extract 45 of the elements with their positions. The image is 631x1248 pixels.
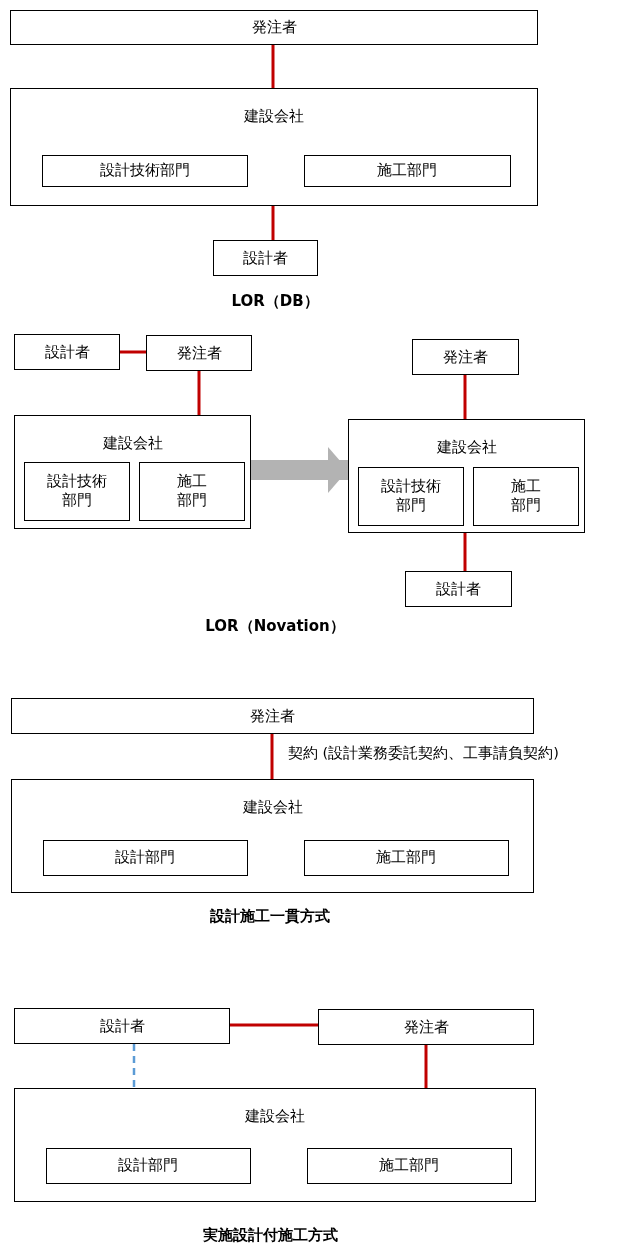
department-box: 設計部門 — [42, 839, 248, 876]
company-box — [348, 419, 585, 533]
diagram-caption: LOR（DB） — [231, 292, 319, 311]
department-box: 設計技術部門 — [41, 154, 248, 187]
company-box — [10, 88, 538, 206]
company-box — [14, 415, 251, 529]
diagram-caption: LOR（Novation） — [205, 617, 345, 636]
connector-line — [424, 1045, 428, 1088]
department-box: 設計部門 — [45, 1147, 251, 1184]
connector-line — [271, 45, 275, 88]
box-heading: 建設会社 — [101, 434, 164, 453]
connector-line — [120, 350, 146, 354]
block-arrow — [251, 447, 348, 493]
diagram-caption: 設計施工一貫方式 — [210, 907, 330, 926]
connector-line — [197, 371, 201, 415]
party-box: 発注者 — [11, 698, 534, 734]
department-box: 施工部門 — [138, 461, 245, 521]
department-box: 設計技術部門 — [357, 466, 464, 526]
connector-line — [271, 206, 275, 240]
party-box: 発注者 — [318, 1009, 534, 1045]
diagram-caption: 実施設計付施工方式 — [202, 1226, 338, 1245]
box-heading: 建設会社 — [244, 1107, 306, 1126]
party-box: 設計者 — [14, 334, 120, 370]
department-box: 施工部門 — [306, 1147, 512, 1184]
edge-label: 契約 (設計業務委託契約、工事請負契約) — [287, 744, 560, 763]
party-box: 発注者 — [412, 339, 519, 375]
connector-line — [270, 734, 274, 779]
box-heading: 建設会社 — [435, 438, 498, 457]
dashed-connector — [132, 1044, 136, 1088]
company-box — [11, 779, 534, 893]
department-box: 施工部門 — [303, 154, 511, 187]
party-box: 設計者 — [405, 571, 512, 607]
party-box: 発注者 — [146, 335, 252, 371]
company-box — [14, 1088, 536, 1202]
department-box: 施工部門 — [303, 839, 509, 876]
party-box: 発注者 — [10, 10, 538, 45]
box-heading: 建設会社 — [243, 107, 305, 126]
party-box: 設計者 — [213, 240, 318, 276]
connector-line — [463, 375, 467, 419]
party-box: 設計者 — [14, 1008, 230, 1044]
connector-line — [463, 533, 467, 571]
department-box: 設計技術部門 — [23, 461, 130, 521]
box-heading: 建設会社 — [241, 798, 304, 817]
connector-line — [230, 1023, 318, 1027]
department-box: 施工部門 — [472, 466, 579, 526]
